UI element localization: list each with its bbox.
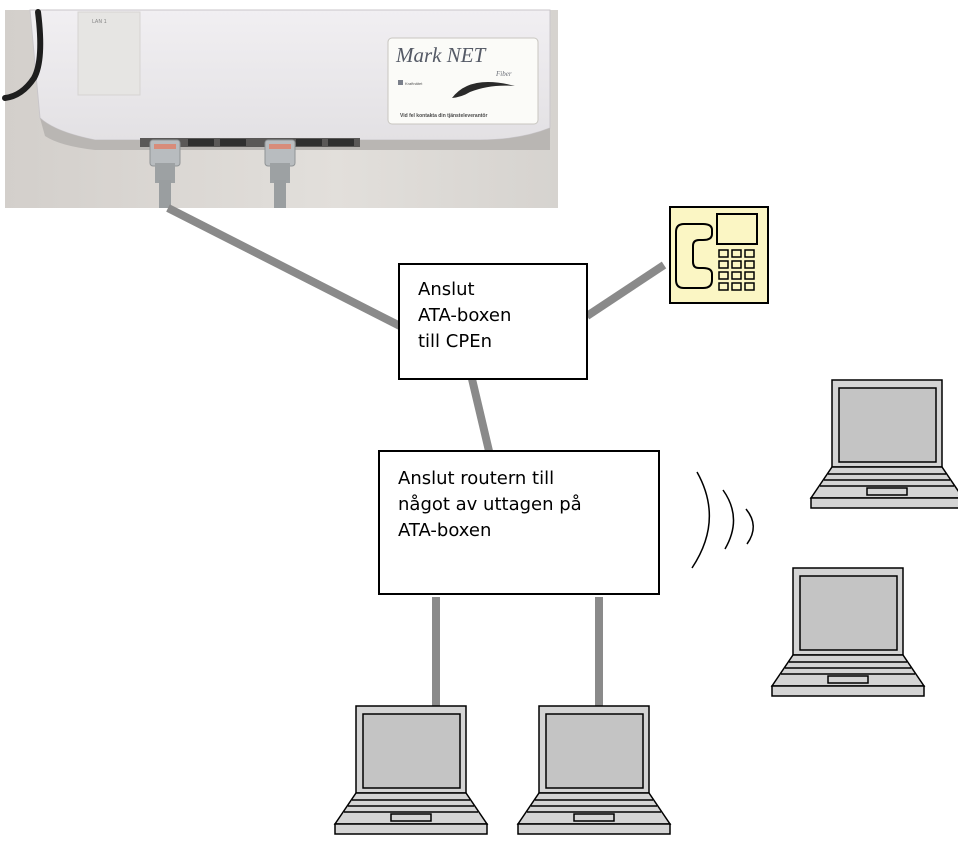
sticker-tagline: Vid fel kontakta din tjänsteleverantör	[400, 113, 487, 119]
laptop-wired-2	[516, 705, 672, 835]
brand-sub-text: Fiber	[495, 70, 512, 78]
ata-line-2: ATA-boxen	[418, 305, 512, 326]
router-line-2: något av uttagen på	[398, 494, 582, 515]
brand-text: Mark NET	[395, 43, 487, 67]
marknet-sticker: Mark NET Fiber Kraftnätet Vid fel kontak…	[387, 37, 539, 125]
brand-small-text: Kraftnätet	[405, 81, 423, 86]
laptop-icon	[516, 705, 672, 835]
cable-ata-to-router	[468, 378, 493, 452]
fiber-swoosh-icon	[452, 82, 515, 98]
cable-cpe-to-ata	[166, 204, 402, 330]
router-line-1: Anslut routern till	[398, 468, 555, 489]
router-box-instruction: Anslut routern till något av uttagen på …	[378, 450, 660, 595]
cables	[166, 204, 667, 706]
wifi-signal-icon	[691, 471, 754, 569]
laptop-wireless-2	[770, 567, 926, 697]
ata-line-1: Anslut	[418, 279, 475, 300]
ata-box-instruction: Anslut ATA-boxen till CPEn	[398, 263, 588, 380]
laptop-wired-1	[333, 705, 489, 835]
cable-phone-to-ata	[584, 261, 667, 320]
router-line-3: ATA-boxen	[398, 520, 492, 541]
laptop-icon	[770, 567, 926, 697]
laptop-icon	[333, 705, 489, 835]
telephone-icon	[669, 206, 769, 304]
cpe-photo: LAN 1 Mark NET Fiber Kraftnätet Vid fel …	[2, 9, 558, 208]
ata-line-3: till CPEn	[418, 331, 492, 352]
laptop-wireless-1	[809, 379, 958, 509]
led-label: LAN 1	[92, 19, 107, 25]
laptop-icon	[809, 379, 958, 509]
